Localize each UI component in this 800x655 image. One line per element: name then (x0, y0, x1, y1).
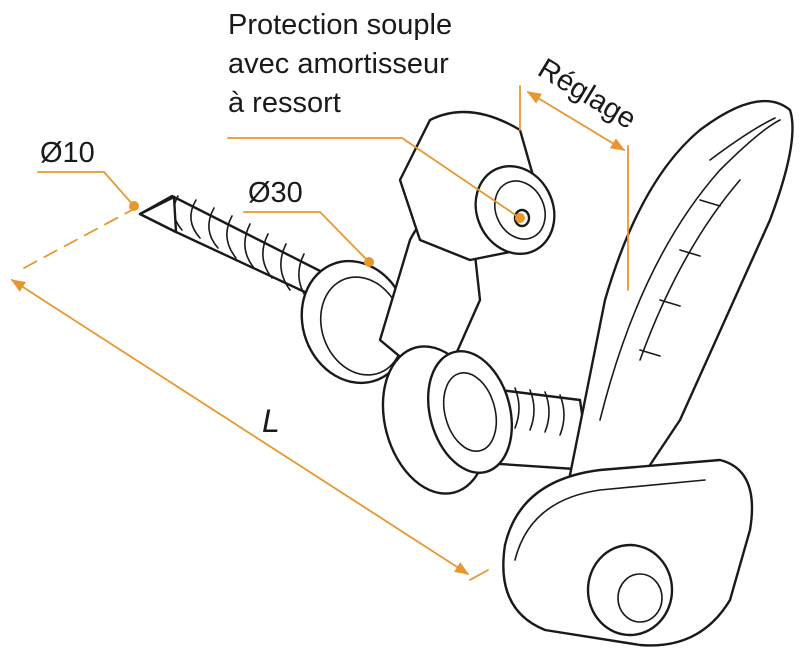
cam-base (502, 458, 754, 647)
screw-tip (138, 195, 178, 234)
protection-dot (515, 213, 525, 223)
protection-label-line3: à ressort (228, 87, 341, 119)
diameter-large-dot (364, 257, 374, 267)
arm-body (378, 110, 556, 392)
cam-knob (586, 543, 674, 637)
diameter-small-label: Ø10 (40, 137, 95, 169)
adjustment-dimension-line (526, 91, 626, 151)
annotations (10, 85, 629, 581)
diameter-large-leader (243, 211, 370, 263)
adjustment-lever (563, 99, 794, 512)
protection-label-line2: avec amortisseur (228, 48, 449, 80)
length-ext-right (469, 569, 489, 581)
wood-screw (138, 194, 332, 302)
diameter-small-dot (129, 201, 139, 211)
length-label: L (262, 403, 280, 439)
adjustment-label: Réglage (532, 53, 641, 136)
diameter-small-leader (37, 171, 135, 207)
labels: Protection souple avec amortisseur à res… (40, 9, 641, 439)
protection-leader (227, 137, 521, 219)
length-ext-dashed (23, 209, 133, 269)
length-dimension-line (10, 279, 470, 575)
diameter-large-label: Ø30 (248, 177, 303, 209)
damper-cap (474, 164, 556, 256)
protection-label-line1: Protection souple (228, 9, 452, 41)
